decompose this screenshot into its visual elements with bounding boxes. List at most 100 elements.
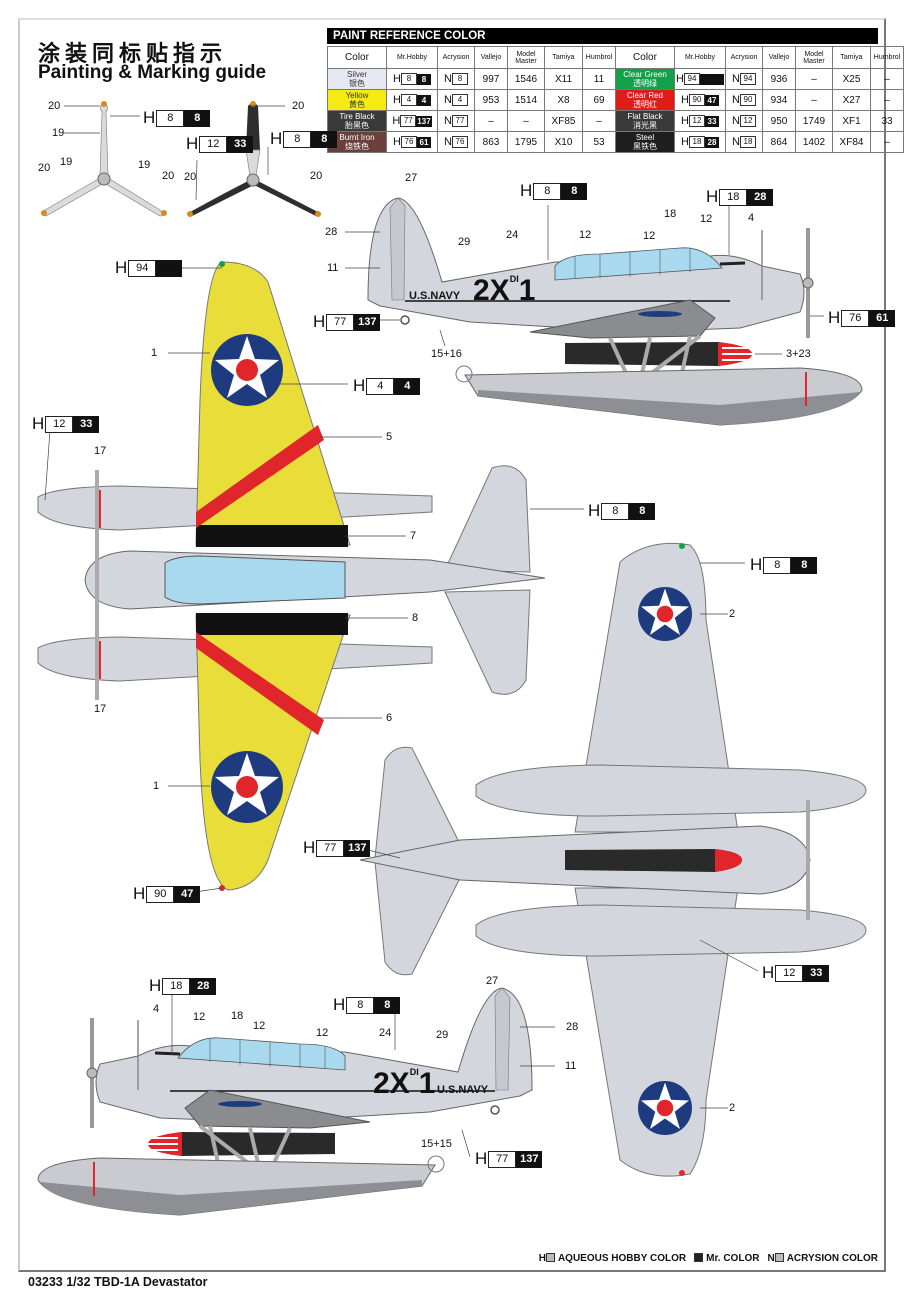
swatch-icon bbox=[774, 1253, 784, 1262]
prefix-h: H bbox=[681, 136, 689, 148]
part-number-label: 3+23 bbox=[786, 348, 811, 360]
paint-prefix: H bbox=[762, 963, 775, 982]
part-number-label: 19 bbox=[138, 159, 151, 171]
column-header: Color bbox=[327, 46, 387, 69]
acrysion-number: 12 bbox=[739, 115, 756, 127]
part-number-label: 19 bbox=[52, 127, 65, 139]
vallejo-cell: 934 bbox=[762, 89, 796, 111]
model-master-cell: – bbox=[507, 110, 545, 132]
part-number-label: 11 bbox=[327, 262, 339, 274]
model-master-cell: 1402 bbox=[795, 131, 833, 153]
color-name: Clear Green bbox=[623, 70, 667, 79]
tamiya-cell: XF84 bbox=[832, 131, 871, 153]
part-number-label: 11 bbox=[565, 1060, 577, 1072]
prefix-n: N bbox=[732, 115, 740, 127]
part-number-label: 8 bbox=[412, 612, 419, 624]
mr-color-number: 8 bbox=[374, 996, 401, 1014]
legend-label: AQUEOUS HOBBY COLOR bbox=[557, 1253, 687, 1264]
prefix-h: H bbox=[681, 115, 689, 127]
paint-prefix: H bbox=[333, 995, 346, 1014]
prefix-n: N bbox=[444, 115, 452, 127]
legend-label: Mr. COLOR bbox=[706, 1253, 760, 1264]
color-name-cn: 烧铁色 bbox=[345, 142, 369, 151]
side-view-left-aircraft bbox=[36, 986, 534, 1217]
column-header: Color bbox=[615, 46, 675, 69]
mr-color-number bbox=[699, 73, 724, 85]
paint-prefix: H bbox=[32, 414, 45, 433]
prefix-n: N bbox=[732, 136, 740, 148]
model-master-cell: – bbox=[795, 68, 833, 90]
aqueous-number: 76 bbox=[841, 309, 870, 327]
part-number-label: 12 bbox=[193, 1011, 206, 1023]
prefix-h: H bbox=[393, 94, 401, 106]
part-number-label: 17 bbox=[94, 703, 107, 715]
model-master-cell: 1546 bbox=[507, 68, 545, 90]
color-name: Yellow bbox=[345, 91, 369, 100]
page-frame bbox=[18, 18, 886, 1272]
title-chinese: 涂装同标贴指示 bbox=[38, 42, 228, 67]
mr-color-number: 137 bbox=[516, 1150, 543, 1168]
vallejo-cell: 997 bbox=[474, 68, 508, 90]
acrysion-number: 77 bbox=[451, 115, 468, 127]
mr-color-number: 61 bbox=[416, 136, 431, 148]
part-number-label: 20 bbox=[38, 162, 51, 174]
part-number-label: 12 bbox=[700, 213, 713, 225]
part-number-label: 2 bbox=[729, 1102, 736, 1114]
aqueous-number: 77 bbox=[400, 115, 417, 127]
humbrol-cell: – bbox=[582, 110, 616, 132]
part-number-label: 12 bbox=[253, 1020, 266, 1032]
mr-color-number: 137 bbox=[344, 839, 371, 857]
acrysion-number: 8 bbox=[451, 73, 468, 85]
aqueous-number: 90 bbox=[688, 94, 705, 106]
part-number-label: 18 bbox=[664, 208, 677, 220]
aqueous-number: 8 bbox=[763, 556, 792, 574]
color-name: Tire Black bbox=[339, 112, 375, 121]
part-number-label: 1 bbox=[151, 347, 158, 359]
decal-code-num: 1 bbox=[418, 1067, 436, 1100]
prefix-h: H bbox=[392, 115, 401, 127]
mr-color-number: 4 bbox=[416, 94, 431, 106]
aqueous-number: 8 bbox=[601, 502, 630, 520]
column-header: Humbrol bbox=[582, 46, 616, 69]
aqueous-number: 12 bbox=[775, 964, 804, 982]
mr-color-number: 33 bbox=[73, 415, 100, 433]
color-name-cn: 透明绿 bbox=[633, 79, 657, 88]
mr-color-number: 137 bbox=[354, 313, 381, 331]
mr-color-number: 47 bbox=[704, 94, 719, 106]
humbrol-cell: 33 bbox=[870, 110, 904, 132]
tamiya-cell: XF1 bbox=[832, 110, 871, 132]
legend-prefix: N bbox=[767, 1253, 775, 1264]
paint-prefix: H bbox=[750, 555, 763, 574]
aqueous-number: 8 bbox=[400, 73, 417, 85]
part-number-label: 7 bbox=[410, 530, 417, 542]
mr-color-number: 47 bbox=[174, 885, 201, 903]
part-number-label: 4 bbox=[153, 1003, 160, 1015]
column-header: Mr.Hobby bbox=[386, 46, 438, 69]
humbrol-cell: – bbox=[870, 89, 904, 111]
